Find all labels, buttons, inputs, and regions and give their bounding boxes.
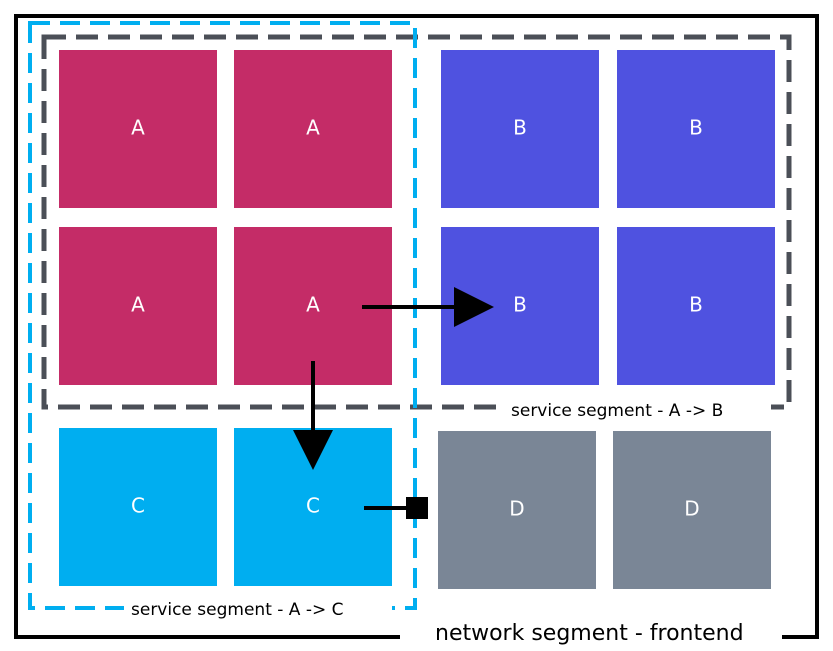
block-square-icon xyxy=(406,497,428,519)
service-segment-ac-label: service segment - A -> C xyxy=(131,600,344,620)
tile-label: B xyxy=(513,293,527,317)
tile-label: B xyxy=(689,293,703,317)
network-segment-border xyxy=(14,14,819,639)
tile-label: A xyxy=(306,293,320,317)
service-b-tile: B xyxy=(441,50,599,208)
service-a-tile: A xyxy=(234,50,392,208)
service-d-tile: D xyxy=(613,431,771,589)
service-segment-ac-border xyxy=(28,21,417,610)
tile-label: D xyxy=(509,497,524,521)
service-b-tile: B xyxy=(617,50,775,208)
service-segment-ab-label: service segment - A -> B xyxy=(511,401,723,421)
tile-label: A xyxy=(306,116,320,140)
tile-label: A xyxy=(131,293,145,317)
tile-label: A xyxy=(131,116,145,140)
network-segment-label: network segment - frontend xyxy=(435,621,744,646)
service-a-tile: A xyxy=(59,227,217,385)
service-b-tile: B xyxy=(617,227,775,385)
service-segment-ac-caption-bg xyxy=(124,597,392,621)
service-a-tile: A xyxy=(59,50,217,208)
tile-label: B xyxy=(689,116,703,140)
tile-label: C xyxy=(306,494,320,518)
service-segment-ab-caption-bg xyxy=(503,396,771,422)
tile-label: D xyxy=(684,497,699,521)
service-d-tile: D xyxy=(438,431,596,589)
tile-label: B xyxy=(513,116,527,140)
tile-label: C xyxy=(131,494,145,518)
service-c-tile: C xyxy=(59,428,217,586)
